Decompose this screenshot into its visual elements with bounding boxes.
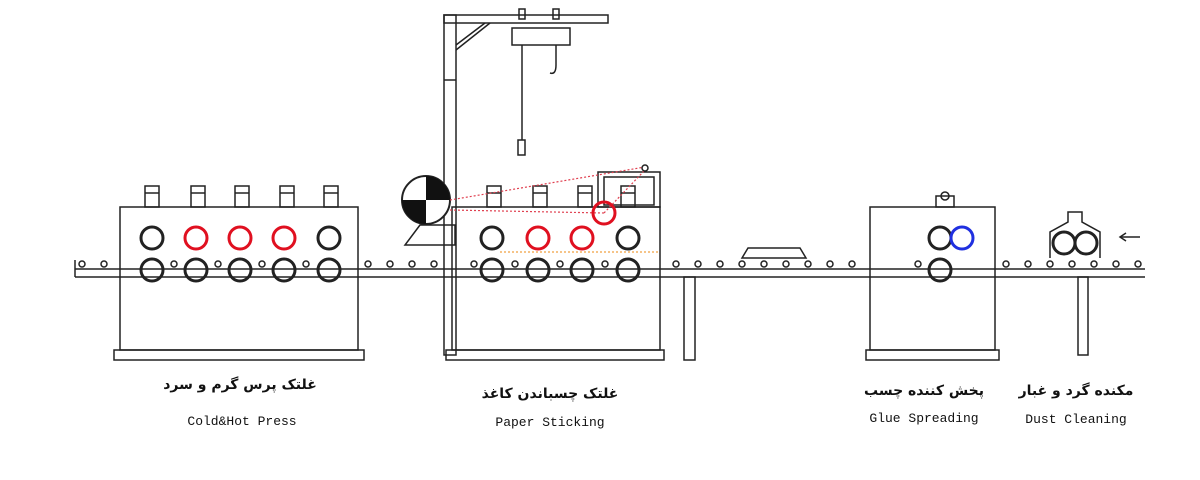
roller [271, 225, 297, 251]
brush-roller [1073, 230, 1099, 256]
roller [227, 257, 253, 283]
conveyor-roller [804, 260, 812, 268]
adjust-bolt [577, 185, 593, 208]
station-label-en-paper-sticking: Paper Sticking [495, 415, 605, 430]
conveyor-roller [848, 260, 856, 268]
conveyor-roller [716, 260, 724, 268]
conveyor-rollers [78, 260, 1142, 268]
station-label-en-glue-spreading: Glue Spreading [869, 411, 979, 426]
station-label-fa-paper-sticking: غلتک چسباندن کاغذ [481, 386, 619, 402]
conveyor-roller [1024, 260, 1032, 268]
conveyor-roller [364, 260, 372, 268]
conveyor [74, 260, 1145, 278]
adjust-bolt [532, 185, 548, 208]
brush-roller [1051, 230, 1077, 256]
roller [569, 257, 595, 283]
station-label-fa-dust-cleaning: مکنده گرد و غبار [1018, 383, 1134, 399]
roller [316, 225, 342, 251]
glue-spreading-machine [865, 191, 1000, 361]
conveyor-roller [170, 260, 178, 268]
roller [525, 225, 551, 251]
adjust-bolt [190, 185, 206, 208]
roller [139, 257, 165, 283]
rollers [139, 200, 1099, 283]
adjust-bolt [323, 185, 339, 208]
conveyor-roller [914, 260, 922, 268]
pressure-roller [591, 200, 617, 226]
conveyor-roller [470, 260, 478, 268]
adjust-bolt [144, 185, 160, 208]
conveyor-roller [760, 260, 768, 268]
dust-cleaning-unit [1049, 211, 1140, 258]
roller [479, 225, 505, 251]
conveyor-roller [430, 260, 438, 268]
conveyor-roller [556, 260, 564, 268]
conveyor-roller [302, 260, 310, 268]
adjust-bolt [234, 185, 250, 208]
conveyor-roller [1046, 260, 1054, 268]
panel-on-conveyor [740, 247, 808, 259]
roller [927, 257, 953, 283]
conveyor-roller [1090, 260, 1098, 268]
conveyor-roller [694, 260, 702, 268]
roller [139, 225, 165, 251]
conveyor-roller [1068, 260, 1076, 268]
roller [479, 257, 505, 283]
station-label-fa-glue-spreading: پخش کننده چسب [864, 383, 984, 399]
conveyor-roller [408, 260, 416, 268]
roller [183, 257, 209, 283]
paper-roll-disc [401, 175, 451, 225]
adjust-bolt [620, 185, 636, 208]
roller [271, 257, 297, 283]
conveyor-roller [386, 260, 394, 268]
station-label-fa-cold-hot-press: غلتک پرس گرم و سرد [163, 377, 317, 393]
roller [569, 225, 595, 251]
roller [615, 225, 641, 251]
conveyor-roller [782, 260, 790, 268]
roller [227, 225, 253, 251]
conveyor-roller [511, 260, 519, 268]
roller [615, 257, 641, 283]
station-label-en-dust-cleaning: Dust Cleaning [1025, 412, 1127, 427]
conveyor-roller [100, 260, 108, 268]
station-label-en-cold-hot-press: Cold&Hot Press [187, 414, 297, 429]
conveyor-roller [1002, 260, 1010, 268]
conveyor-roller [1134, 260, 1142, 268]
conveyor-roller [672, 260, 680, 268]
roller [183, 225, 209, 251]
conveyor-roller [826, 260, 834, 268]
roller [927, 225, 953, 251]
adjust-bolt [279, 185, 295, 208]
conveyor-roller [258, 260, 266, 268]
glue-roller [949, 225, 975, 251]
conveyor-roller [1112, 260, 1120, 268]
roller [316, 257, 342, 283]
cold-hot-press-machine [113, 185, 365, 361]
conveyor-roller [738, 260, 746, 268]
conveyor-roller [214, 260, 222, 268]
conveyor-roller [78, 260, 86, 268]
adjust-bolt [486, 185, 502, 208]
roller [525, 257, 551, 283]
conveyor-roller [601, 260, 609, 268]
